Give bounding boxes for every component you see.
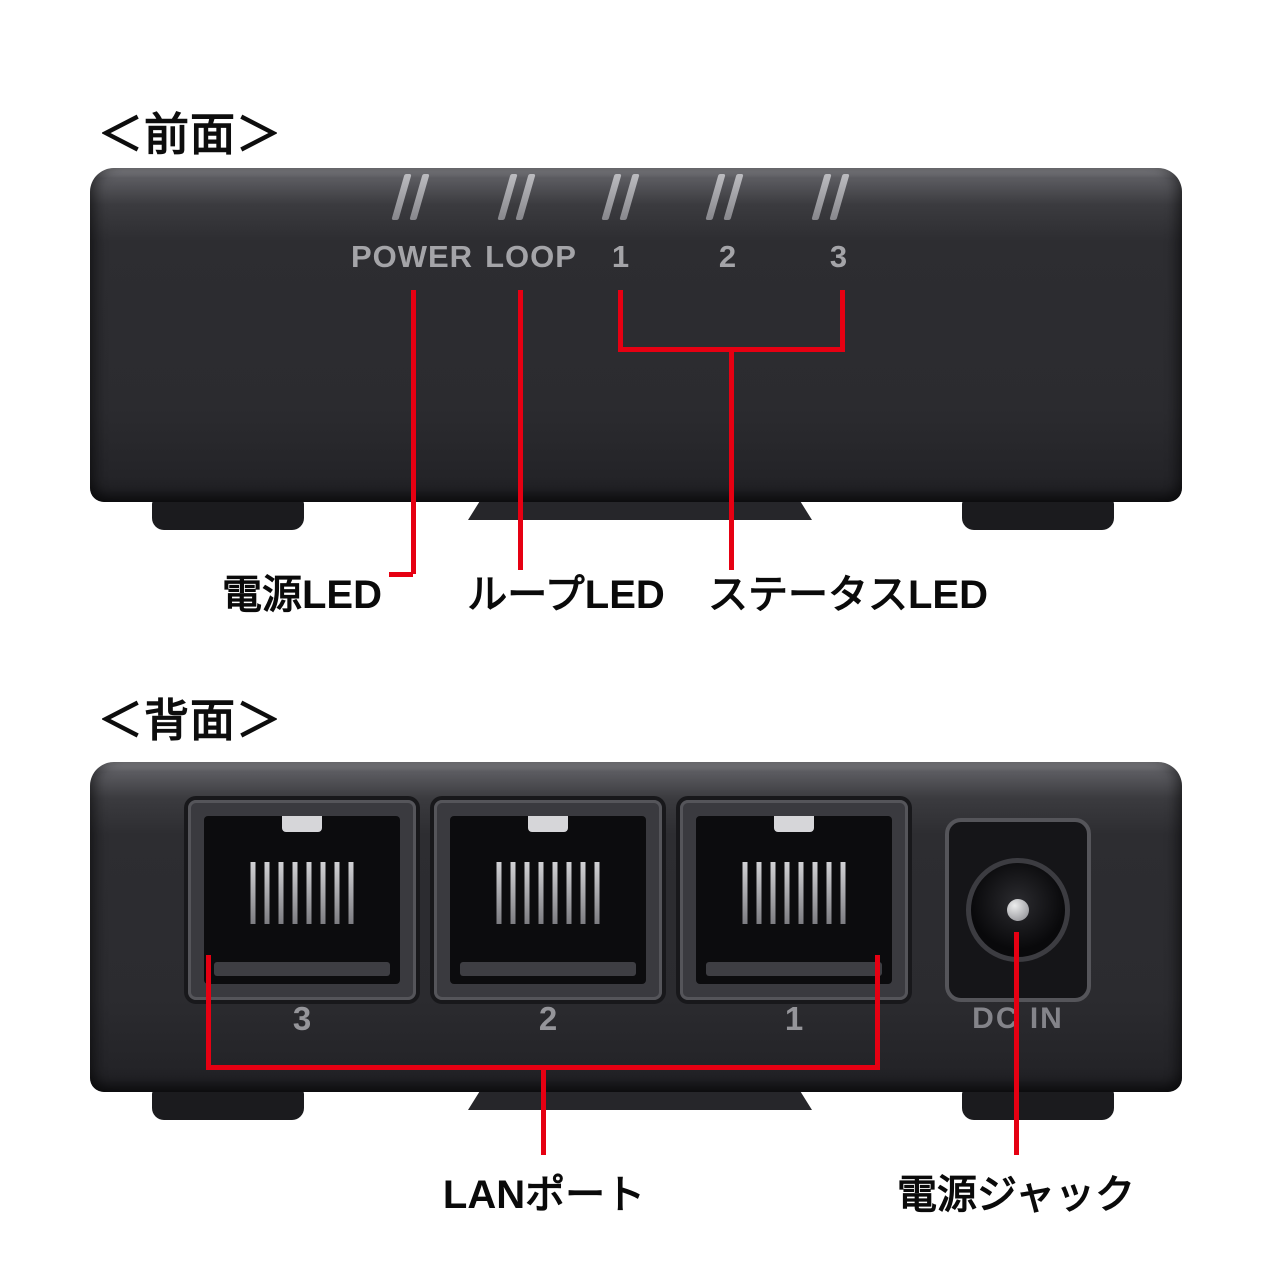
panel-label-loop: LOOP xyxy=(485,239,577,274)
panel-label-3: 3 xyxy=(829,239,849,274)
power-led-label: 電源LED xyxy=(222,573,382,617)
pin xyxy=(292,862,298,924)
led-window-bar xyxy=(409,174,430,220)
pin xyxy=(264,862,270,924)
back-underside-tab xyxy=(468,1088,812,1110)
lan-port-1-icon xyxy=(680,800,908,1000)
loop-led-pointer-line xyxy=(518,290,523,570)
status-led-label: ステータスLED xyxy=(708,573,988,617)
pin xyxy=(594,862,600,924)
front-underside-tab xyxy=(468,498,812,520)
pin xyxy=(552,862,558,924)
led-window-bar xyxy=(515,174,536,220)
lan-port-3-icon xyxy=(188,800,416,1000)
port-lip xyxy=(460,962,636,976)
port-number-1: 1 xyxy=(784,1000,804,1037)
panel-label-2: 2 xyxy=(718,239,738,274)
lan-port-label: LANポート xyxy=(442,1173,646,1217)
pin xyxy=(580,862,586,924)
led-window-bar xyxy=(829,174,850,220)
port-clip-slot xyxy=(774,816,814,832)
port-cavity xyxy=(450,816,646,984)
led-window-bar xyxy=(619,174,640,220)
pin xyxy=(320,862,326,924)
back-left-foot xyxy=(152,1090,304,1120)
pin xyxy=(756,862,762,924)
pin xyxy=(784,862,790,924)
port-lip xyxy=(214,962,390,976)
port-number-2: 2 xyxy=(538,1000,558,1037)
switch-front-view xyxy=(90,168,1182,502)
power-led-window-icon xyxy=(391,174,430,220)
status-led-bracket-right xyxy=(840,290,845,352)
port-cavity xyxy=(204,816,400,984)
status3-led-window-icon xyxy=(811,174,850,220)
lan-bracket-right xyxy=(875,955,880,1070)
pin xyxy=(278,862,284,924)
power-led-pointer-tick xyxy=(389,572,413,577)
pin xyxy=(250,862,256,924)
lan-pointer-line xyxy=(541,1065,546,1155)
port-cavity xyxy=(696,816,892,984)
status-led-pointer-line xyxy=(729,347,734,570)
port-clip-slot xyxy=(528,816,568,832)
power-jack-label: 電源ジャック xyxy=(897,1173,1135,1217)
panel-label-power: POWER xyxy=(350,239,474,274)
front-right-foot xyxy=(962,500,1114,530)
pin xyxy=(334,862,340,924)
pin xyxy=(496,862,502,924)
port-number-3: 3 xyxy=(292,1000,312,1037)
port-pins xyxy=(250,862,354,924)
panel-label-1: 1 xyxy=(611,239,631,274)
pin xyxy=(510,862,516,924)
pin xyxy=(524,862,530,924)
pin xyxy=(306,862,312,924)
loop-led-window-icon xyxy=(497,174,536,220)
port-clip-slot xyxy=(282,816,322,832)
pin xyxy=(348,862,354,924)
pin xyxy=(840,862,846,924)
pin xyxy=(826,862,832,924)
pin xyxy=(812,862,818,924)
status2-led-window-icon xyxy=(705,174,744,220)
front-view-heading: ＜前面＞ xyxy=(98,109,283,160)
status-led-bracket-left xyxy=(618,290,623,352)
lan-bracket-left xyxy=(206,955,211,1070)
port-pins xyxy=(496,862,600,924)
pin xyxy=(566,862,572,924)
lan-port-2-icon xyxy=(434,800,662,1000)
led-window-bar xyxy=(723,174,744,220)
status1-led-window-icon xyxy=(601,174,640,220)
pin xyxy=(770,862,776,924)
pin xyxy=(742,862,748,924)
port-pins xyxy=(742,862,846,924)
loop-led-label: ループLED xyxy=(467,573,665,617)
power-led-pointer-line xyxy=(411,290,416,574)
back-right-foot xyxy=(962,1090,1114,1120)
port-lip xyxy=(706,962,882,976)
jack-pointer-line xyxy=(1014,932,1019,1155)
dc-jack-pin xyxy=(1007,899,1029,921)
back-view-heading: ＜背面＞ xyxy=(98,695,283,746)
pin xyxy=(798,862,804,924)
pin xyxy=(538,862,544,924)
front-left-foot xyxy=(152,500,304,530)
